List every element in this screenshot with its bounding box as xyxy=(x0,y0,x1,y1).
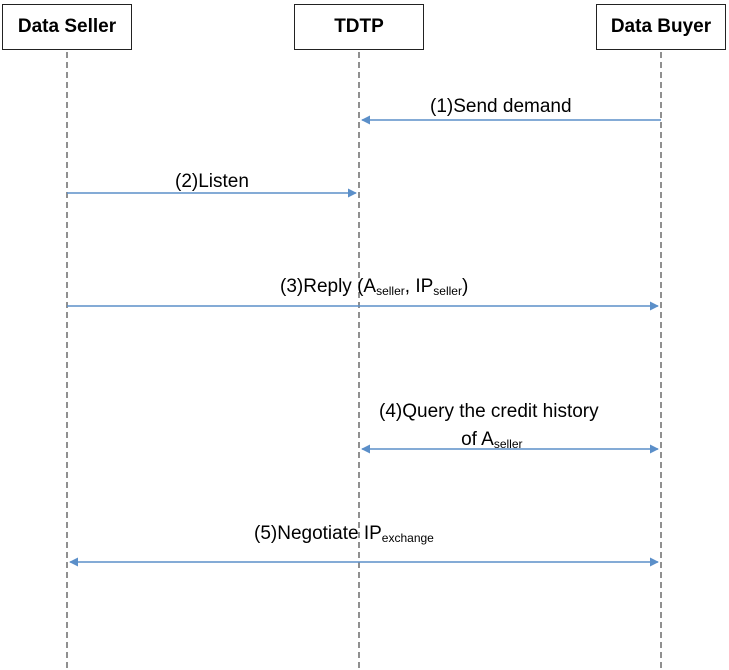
message-send-demand: (1)Send demand xyxy=(430,96,572,117)
message-query-line2: of Aseller xyxy=(379,426,599,458)
actor-data-buyer: Data Buyer xyxy=(596,4,726,50)
message-reply-prefix: (3)Reply ( xyxy=(280,276,364,297)
actor-data-seller-label: Data Seller xyxy=(17,16,117,37)
message-query-line1: (4)Query the credit history xyxy=(379,401,599,422)
message-query-line2-sub: seller xyxy=(493,437,523,451)
message-reply: (3)Reply (Aseller, IPseller) xyxy=(280,276,468,298)
actor-data-buyer-label: Data Buyer xyxy=(610,16,712,37)
message-reply-suffix: ) xyxy=(461,276,469,297)
message-reply-ip-sub: seller xyxy=(433,284,462,298)
actor-tdtp-label: TDTP xyxy=(334,16,384,37)
message-query-line2-prefix: of A xyxy=(461,429,494,450)
message-negotiate: (5)Negotiate IPexchange xyxy=(254,523,434,545)
actor-data-seller: Data Seller xyxy=(2,4,132,50)
message-reply-sep: , IP xyxy=(404,276,434,297)
actor-tdtp: TDTP xyxy=(294,4,424,50)
message-negotiate-prefix: (5)Negotiate IP xyxy=(254,523,382,544)
message-reply-a: A xyxy=(363,276,377,297)
message-listen: (2)Listen xyxy=(175,171,249,192)
message-reply-a-sub: seller xyxy=(376,284,405,298)
message-negotiate-sub: exchange xyxy=(381,531,434,545)
message-query-credit-history: (4)Query the credit history of Aseller xyxy=(379,398,599,458)
